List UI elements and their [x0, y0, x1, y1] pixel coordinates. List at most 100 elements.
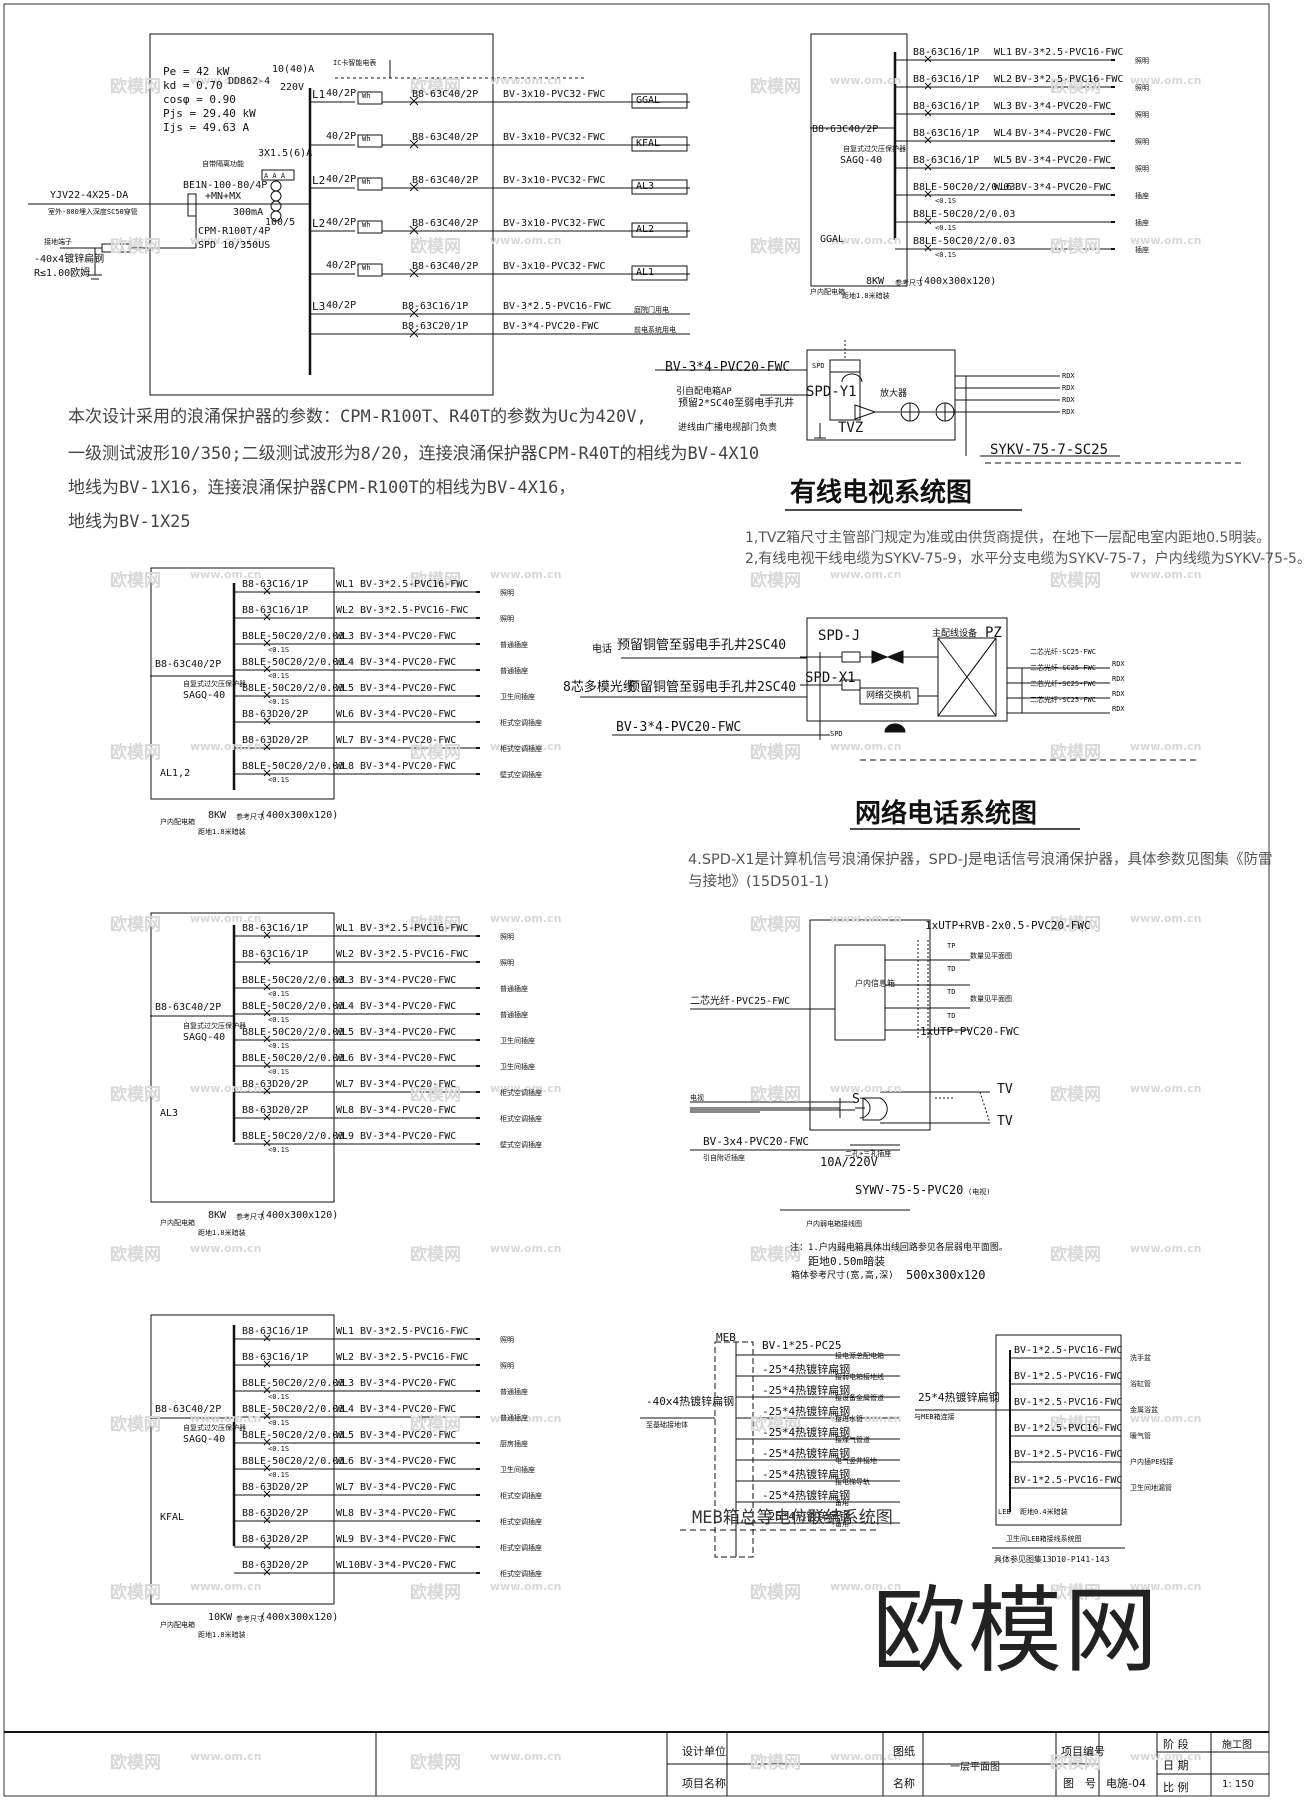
al3-circuit-lines — [234, 931, 480, 1147]
ggal-cable-label: BV-3*4-PVC20-FWC — [1015, 101, 1112, 112]
kfal-spd-note: 自复式过欠压保护器 — [183, 1424, 246, 1432]
ggal-breaker-label: B8-63C16/1P — [913, 74, 980, 85]
network-output-1: 二芯光纤-SC25-FWC — [1030, 648, 1096, 656]
kfal-cable-label: BV-3*4-PVC20-FWC — [360, 1560, 457, 1571]
breaker-cross — [924, 109, 932, 117]
watermark-url: www.om.cn — [1130, 568, 1202, 581]
earth-terminal-label: 接地端子 — [44, 238, 72, 246]
al12-cable-label: BV-3*2.5-PVC16-FWC — [360, 605, 469, 616]
al12-rcd-label: <0.1S — [268, 698, 290, 706]
leb-cable-label: BV-1*2.5-PVC16-FWC — [1014, 1397, 1123, 1408]
breaker-cross — [263, 1360, 271, 1368]
meb-conductor-lines — [736, 1375, 900, 1524]
breaker-cross — [263, 769, 271, 777]
network-note: 4.SPD-X1是计算机信号浪涌保护器，SPD-J是电话信号浪涌保护器，具体参数… — [688, 852, 1273, 868]
catv-note-1: 1,TVZ箱尺寸主管部门规定为准或由供货商提供，在地下一层配电室内距地0.5明装… — [745, 530, 1271, 546]
weak-box-size: 500x300x120 — [906, 1268, 986, 1282]
rcd-label: 300mA — [233, 207, 264, 218]
watermark-text: 欧模网 — [750, 1245, 801, 1265]
destination-label: GGAL — [636, 95, 661, 106]
weak-box-power: BV-3x4-PVC20-FWC — [703, 1135, 809, 1148]
meb-use-label: 接设备金属管道 — [835, 1394, 884, 1402]
al12-wl-label: WL1 — [336, 579, 355, 590]
ggal-use-label: 插座 — [1135, 192, 1149, 200]
meb-cable-label: -25*4热镀锌扁钢 — [762, 1363, 851, 1376]
ggal-cable-label: BV-3*2.5-PVC16-FWC — [1015, 47, 1124, 58]
ggal-breaker-label: B8LE-50C20/2/0.03 — [913, 182, 1016, 193]
destination-label: AL1 — [636, 267, 655, 278]
destination-box — [631, 222, 688, 238]
breaker-cross — [263, 1035, 271, 1043]
catv-note-2: 2,有线电视干线电缆为SYKV-75-9，水平分支电缆为SYKV-75-7，户内… — [745, 551, 1311, 567]
weak-box-tv-2: TV — [997, 1114, 1013, 1129]
watermark-text: 欧模网 — [410, 1245, 461, 1265]
meb-use-label: 接电梯导轨 — [835, 1478, 870, 1486]
al12-wl-label: WL6 — [336, 709, 355, 720]
catv-amplifier: 放大器 — [880, 389, 908, 399]
kfal-breaker-label: B8-63C16/1P — [242, 1352, 309, 1363]
al12-use-label: 照明 — [500, 589, 514, 597]
kfal-wl-label: WL7 — [336, 1482, 355, 1493]
watermark-text: 欧模网 — [410, 1583, 461, 1603]
spd-j-label: SPD-J — [818, 628, 861, 644]
al3-breaker-label: B8LE-50C20/2/0.03 — [242, 1001, 345, 1012]
meb-use-label: 备用 — [835, 1499, 849, 1507]
catv-diagram — [655, 340, 1245, 511]
weak-box-see-plan-2: 数量见平面图 — [970, 995, 1012, 1003]
breaker-cross — [409, 139, 419, 149]
breaker-cross — [409, 182, 419, 192]
weak-box-socket: 二孔+三孔插座 — [845, 1150, 892, 1158]
leb-use-label: 洗手盆 — [1130, 1354, 1151, 1362]
ggal-wl-label: WL2 — [994, 74, 1013, 85]
network-switch: 网络交换机 — [866, 691, 912, 701]
kfal-cable-label: BV-3*2.5-PVC16-FWC — [360, 1352, 469, 1363]
kfal-breaker-label: B8-63C16/1P — [242, 1326, 309, 1337]
al12-wl-label: WL7 — [336, 735, 355, 746]
phone-label: 电话 — [592, 644, 612, 655]
breaker-cross — [924, 136, 932, 144]
pole-label: 40/2P — [326, 88, 357, 99]
ggal-panel — [810, 33, 908, 287]
meter-glyph: Wh — [362, 178, 371, 186]
kfal-cable-label: BV-3*4-PVC20-FWC — [360, 1430, 457, 1441]
weak-box-catv-note: (电视) — [968, 1188, 991, 1196]
watermark-text: 欧模网 — [1050, 1415, 1101, 1435]
meb-use-label: 接煤气管道 — [835, 1436, 870, 1444]
al3-cable-label: BV-3*4-PVC20-FWC — [360, 1131, 457, 1142]
ct-ratio: 100/5 — [265, 217, 296, 228]
ggal-use-label: 照明 — [1135, 57, 1149, 65]
watermark-url: www.om.cn — [190, 568, 262, 581]
tb-drawing-no: 电施-04 — [1106, 1777, 1146, 1790]
al12-name: AL1,2 — [160, 768, 191, 779]
tb-design-unit: 设计单位 — [682, 1745, 726, 1758]
breaker-cross — [263, 639, 271, 647]
al12-wl-label: WL4 — [336, 657, 355, 668]
kfal-wl-label: WL9 — [336, 1534, 355, 1545]
breaker-cross — [924, 163, 932, 171]
leb-conductor-lines — [1010, 1357, 1121, 1489]
watermark-text: 欧模网 — [410, 743, 461, 763]
phase-label: L2 — [312, 217, 326, 230]
al12-use-label: 柜式空调插座 — [500, 745, 542, 753]
watermark-text: 欧模网 — [1050, 743, 1101, 763]
al12-breaker-label: B8LE-50C20/2/0.03 — [242, 631, 345, 642]
ggal-name: GGAL — [820, 234, 845, 245]
watermark-url: www.om.cn — [1130, 234, 1202, 247]
weak-box-label: 户内弱电箱接线图 — [806, 1220, 862, 1228]
meb-cable-label: -25*4热镀锌扁钢 — [762, 1489, 851, 1502]
meb-first-use: 接电源总配电箱 — [835, 1352, 884, 1360]
network-phone-diagram — [580, 617, 1200, 830]
watermark-text: 欧模网 — [410, 237, 461, 257]
weak-box-utp: 1xUTP-PVC20-FWC — [920, 1025, 1020, 1038]
main-breaker-label: B8-63C40/2P — [412, 132, 479, 143]
ggal-use-label: 照明 — [1135, 111, 1149, 119]
ggal-circuit-lines — [895, 55, 1115, 252]
weak-box-catv: SYWV-75-5-PVC20 — [855, 1183, 964, 1197]
kfal-cable-label: BV-3*4-PVC20-FWC — [360, 1456, 457, 1467]
destination-label: KFAL — [636, 138, 661, 149]
ggal-cable-label: BV-3*4-PVC20-FWC — [1015, 182, 1112, 193]
watermark-url: www.om.cn — [1130, 740, 1202, 753]
tb-drawing: 图纸 — [893, 1745, 915, 1758]
watermark-url: www.om.cn — [1130, 1580, 1202, 1593]
main-cable-label: BV-3x10-PVC32-FWC — [503, 261, 606, 272]
